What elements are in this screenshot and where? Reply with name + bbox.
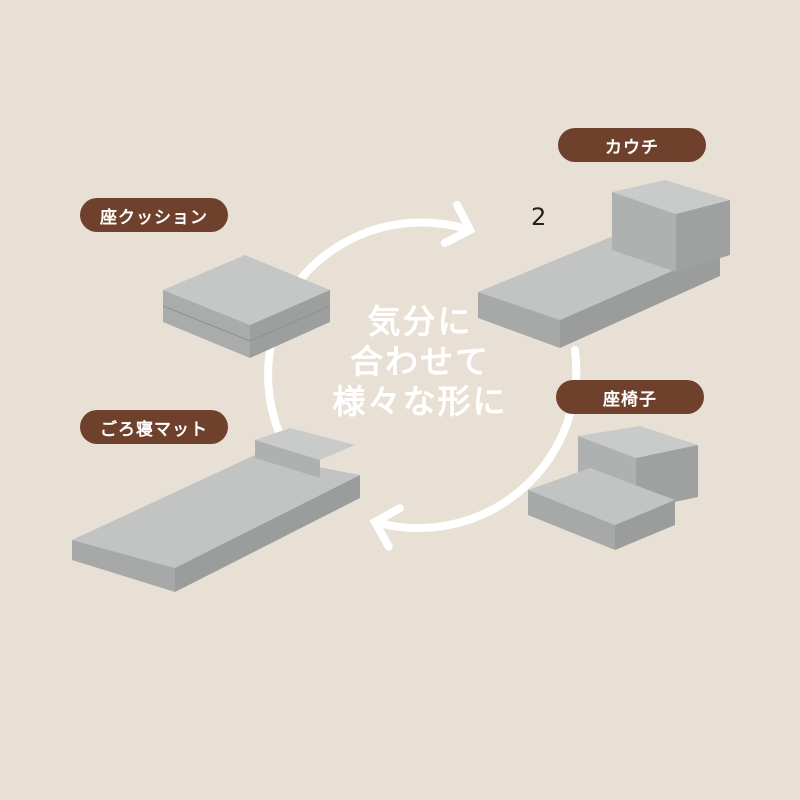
label-gorone: ごろ寝マット: [80, 410, 228, 444]
caption-line-2: 合わせて: [350, 342, 490, 381]
label-zacushion: 座クッション: [80, 198, 228, 232]
label-couch: カウチ: [558, 128, 706, 162]
caption-line-3: 様々な形に: [332, 382, 508, 421]
center-caption: 気分に 合わせて 様々な形に: [320, 302, 520, 422]
gorone-image: [72, 428, 360, 592]
caption-line-1: 気分に: [367, 302, 473, 341]
couch-image: [478, 180, 730, 348]
zaisu-image: [528, 426, 698, 550]
label-zaisu: 座椅子: [556, 380, 704, 414]
step-number: 2: [531, 203, 547, 231]
zacushion-image: [162, 255, 331, 358]
